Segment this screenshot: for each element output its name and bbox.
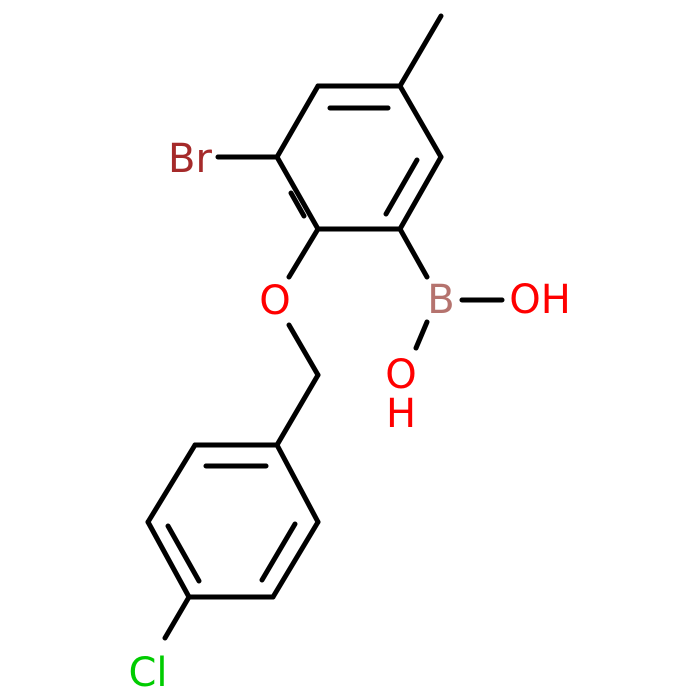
atom-bromine: Br [168,136,212,182]
bond-o-ch2 [286,322,321,378]
bond-d5-d6-inner [259,521,298,583]
bond-c5-c6 [274,154,321,232]
atom-ether-oxygen: O [259,278,290,324]
bond-d2-d3 [145,442,198,525]
bond-c3-c4-inner [383,157,420,217]
bond-c6-c1 [274,83,321,160]
bond-ch2-aryl [274,372,321,448]
bond-c2-c3 [397,83,444,160]
lower-benzene-ring [145,442,321,600]
bond-c-cl [162,594,192,641]
upper-benzene-ring [274,83,444,232]
bond-c5-c6-inner [288,190,307,219]
bond-c-o-ether [286,226,321,280]
bond-d6-d1 [274,442,321,525]
atom-hydroxyl-bottom-hydrogen: H [386,391,416,437]
atom-boron: B [427,277,454,323]
bond-b-oh-bottom [413,319,430,351]
bond-d3-d4-inner [165,523,202,584]
atom-chlorine: Cl [128,650,167,696]
atom-hydroxyl-bottom-oxygen: O [385,352,416,398]
bond-c3-c4 [397,154,444,232]
atom-hydroxyl-right: OH [509,277,571,323]
bond-d5-d6 [270,519,321,600]
bond-methyl [397,13,444,89]
bond-d3-d4 [145,519,192,600]
bond-c-b [397,226,430,280]
